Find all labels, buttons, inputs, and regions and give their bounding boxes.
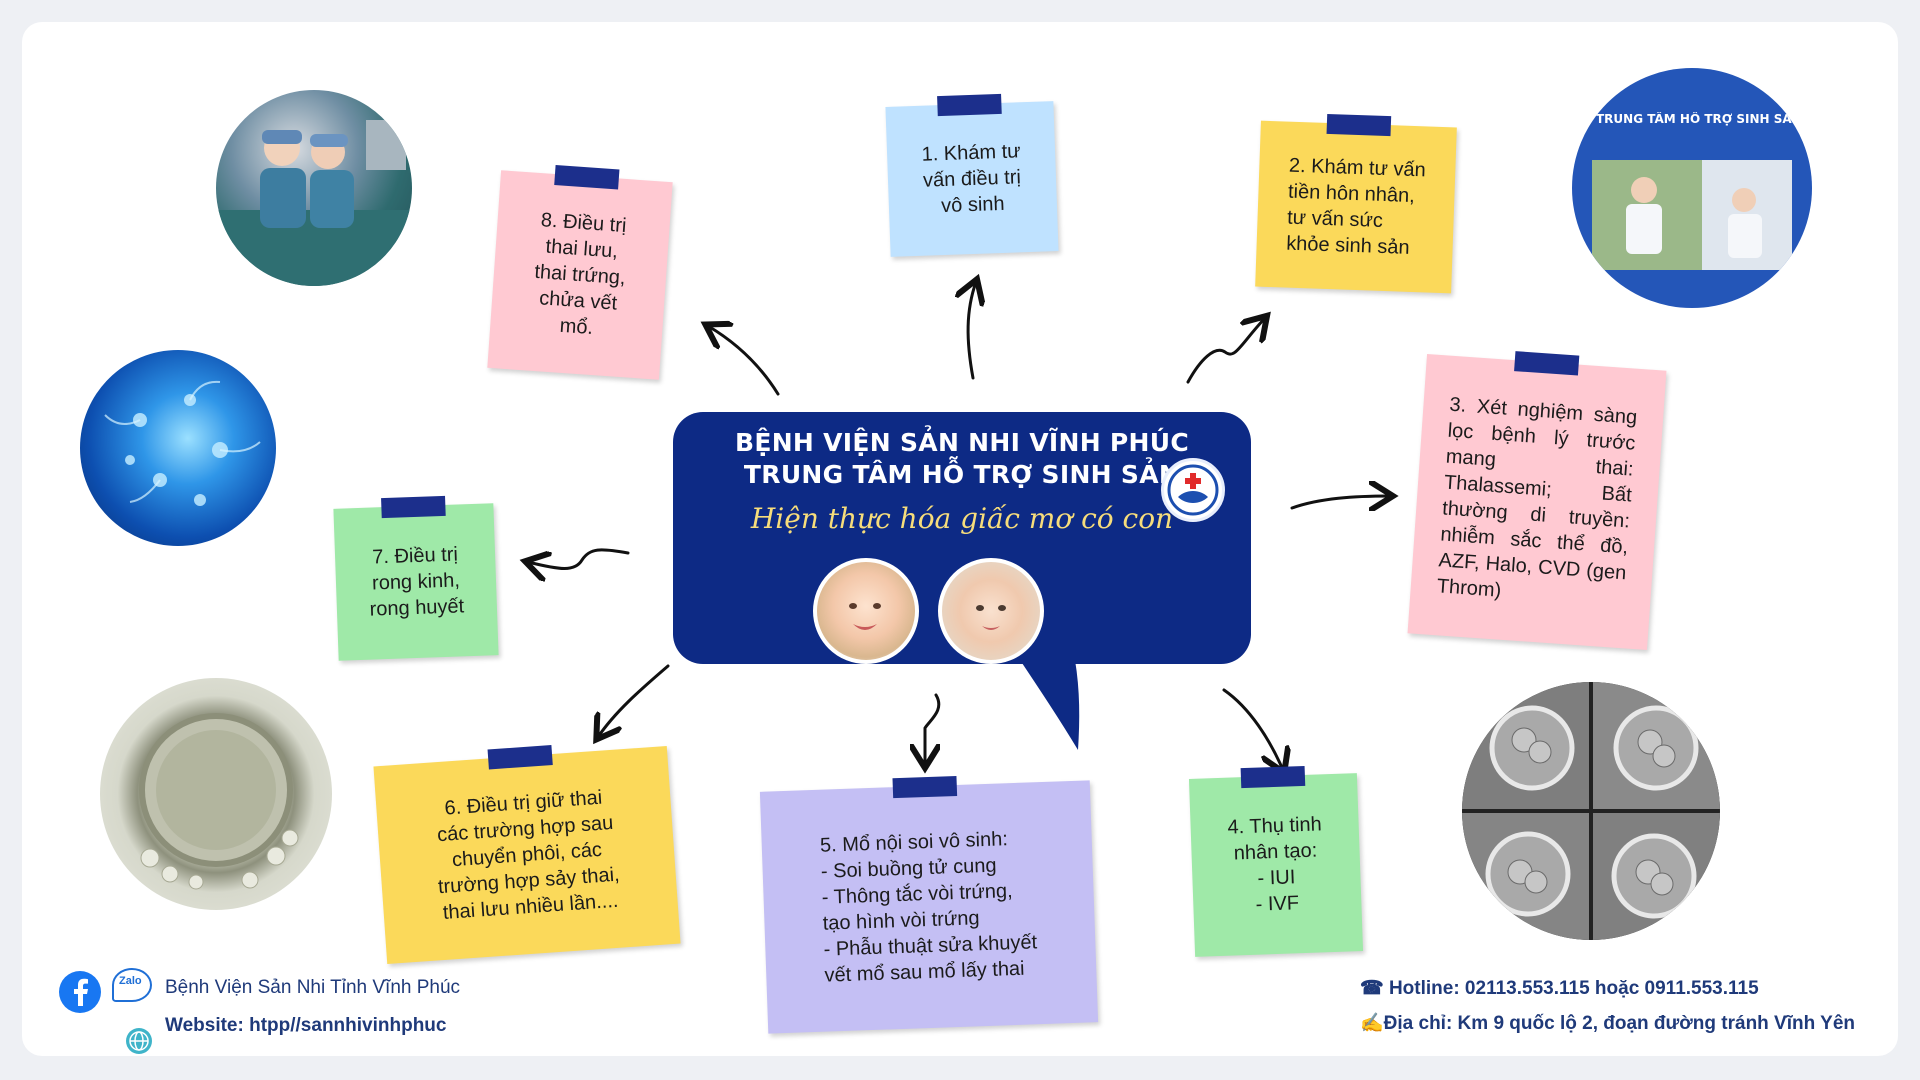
photo-surgery-team xyxy=(216,90,412,286)
baby-photo-left xyxy=(813,558,919,664)
note-2-premarital-consult: 2. Khám tư vấn tiền hôn nhân, tư vấn sức… xyxy=(1255,113,1457,294)
hub-slogan: Hiện thực hóa giấc mơ có con xyxy=(750,502,1174,535)
hub-title-line-1: BỆNH VIỆN SẢN NHI VĨNH PHÚC xyxy=(734,428,1190,457)
note-4-text: 4. Thụ tinh nhân tạo: - IUI - IVF xyxy=(1227,813,1323,916)
note-1-infertility-consult: 1. Khám tư vấn điều trị vô sinh xyxy=(885,93,1059,257)
zalo-label: Zalo xyxy=(119,975,142,987)
note-5-text: 5. Mổ nội soi vô sinh: - Soi buồng tử cu… xyxy=(819,828,1038,987)
photo-center-banner: TRUNG TÂM HỖ TRỢ SINH SẢN xyxy=(1572,68,1812,308)
note-1-text: 1. Khám tư vấn điều trị vô sinh xyxy=(921,140,1022,218)
note-7-bleeding-treatment: 7. Điều trị rong kinh, rong huyết xyxy=(333,495,499,661)
globe-icon[interactable] xyxy=(124,1026,154,1056)
hub-speech-bubble: BỆNH VIỆN SẢN NHI VĨNH PHÚC TRUNG TÂM HỖ… xyxy=(673,412,1251,664)
hospital-logo-icon xyxy=(1161,458,1225,522)
note-3-prenatal-screening: 3. Xét nghiệm sàng lọc bệnh lý trước man… xyxy=(1407,351,1667,651)
hub-title-line-2: TRUNG TÂM HỖ TRỢ SINH SẢN xyxy=(743,460,1181,489)
baby-photo-right xyxy=(938,558,1044,664)
note-7-text: 7. Điều trị rong kinh, rong huyết xyxy=(369,543,465,621)
note-8-missed-abortion: 8. Điều trị thai lưu, thai trứng, chửa v… xyxy=(487,165,673,380)
note-6-text: 6. Điều trị giữ thai các trường hợp sau … xyxy=(436,786,621,924)
facebook-page-name[interactable]: Bệnh Viện Sản Nhi Tỉnh Vĩnh Phúc xyxy=(165,977,461,998)
note-2-text: 2. Khám tư vấn tiền hôn nhân, tư vấn sức… xyxy=(1285,154,1427,259)
facebook-icon[interactable] xyxy=(58,970,102,1014)
photo-sperm-cells xyxy=(80,350,276,546)
note-3-text: 3. Xét nghiệm sàng lọc bệnh lý trước man… xyxy=(1436,393,1638,602)
hub-bubble-tail xyxy=(1020,660,1080,750)
address: ✍Địa chỉ: Km 9 quốc lộ 2, đoạn đường trá… xyxy=(1360,1013,1856,1034)
zalo-icon[interactable]: Zalo xyxy=(112,968,152,1002)
photo-egg-cell xyxy=(100,678,332,910)
website-link[interactable]: Website: htpp//sannhivinhphuc xyxy=(165,1015,447,1036)
photo-embryos xyxy=(1462,682,1720,940)
note-8-text: 8. Điều trị thai lưu, thai trứng, chửa v… xyxy=(533,209,628,340)
note-4-artificial-insemination: 4. Thụ tinh nhân tạo: - IUI - IVF xyxy=(1188,765,1364,957)
hotline: ☎ Hotline: 02113.553.115 hoặc 0911.553.1… xyxy=(1360,978,1759,999)
center-banner-title: TRUNG TÂM HỖ TRỢ SINH SẢN xyxy=(1596,112,1802,126)
note-6-pregnancy-keeping: 6. Điều trị giữ thai các trường hợp sau … xyxy=(373,745,681,965)
note-5-laparoscopy: 5. Mổ nội soi vô sinh: - Soi buồng tử cu… xyxy=(759,775,1099,1034)
